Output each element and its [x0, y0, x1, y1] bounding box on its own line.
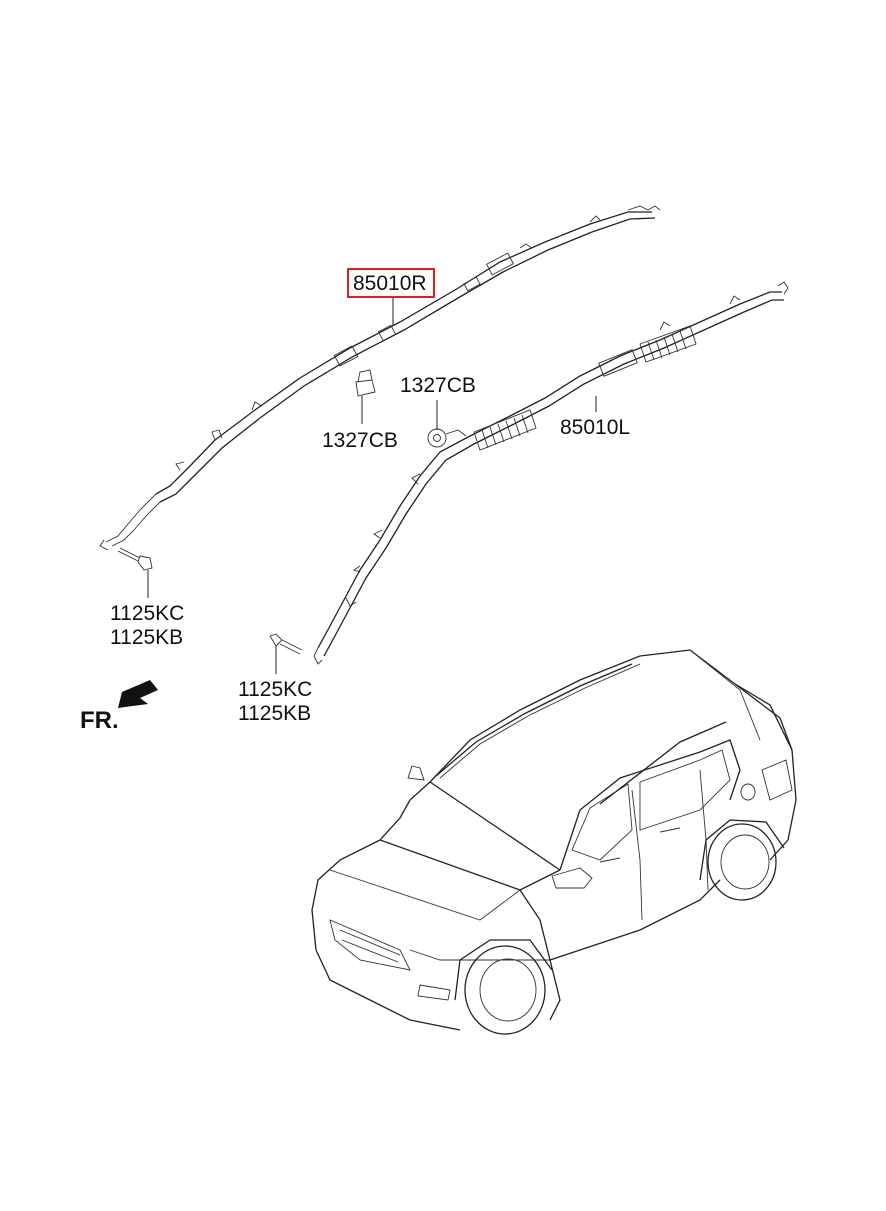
clip-1327cb-lower[interactable] — [427, 428, 467, 448]
label-1125kc-middle[interactable]: 1125KC — [238, 678, 312, 701]
arrow-left-down-icon — [118, 680, 158, 708]
vehicle-illustration — [311, 649, 797, 1035]
label-1327cb-lower[interactable]: 1327CB — [322, 429, 398, 452]
bolt-middle[interactable] — [269, 633, 303, 655]
left-curtain-airbag[interactable] — [313, 281, 789, 665]
front-indicator: FR. — [80, 680, 158, 734]
clip-1327cb-upper[interactable] — [355, 369, 376, 397]
label-1125kc-left[interactable]: 1125KC — [110, 602, 184, 625]
bolt-left[interactable] — [117, 547, 153, 571]
label-85010l[interactable]: 85010L — [560, 416, 630, 439]
label-1327cb-upper[interactable]: 1327CB — [400, 374, 476, 397]
leader-lines — [147, 296, 597, 674]
highlight-box-85010r — [347, 268, 435, 298]
label-85010r[interactable]: 85010R — [353, 272, 427, 295]
front-label: FR. — [80, 707, 119, 734]
inflator-grid — [473, 325, 697, 451]
right-curtain-airbag[interactable] — [99, 205, 661, 551]
label-1125kb-middle[interactable]: 1125KB — [238, 702, 311, 725]
label-1125kb-left[interactable]: 1125KB — [110, 626, 183, 649]
